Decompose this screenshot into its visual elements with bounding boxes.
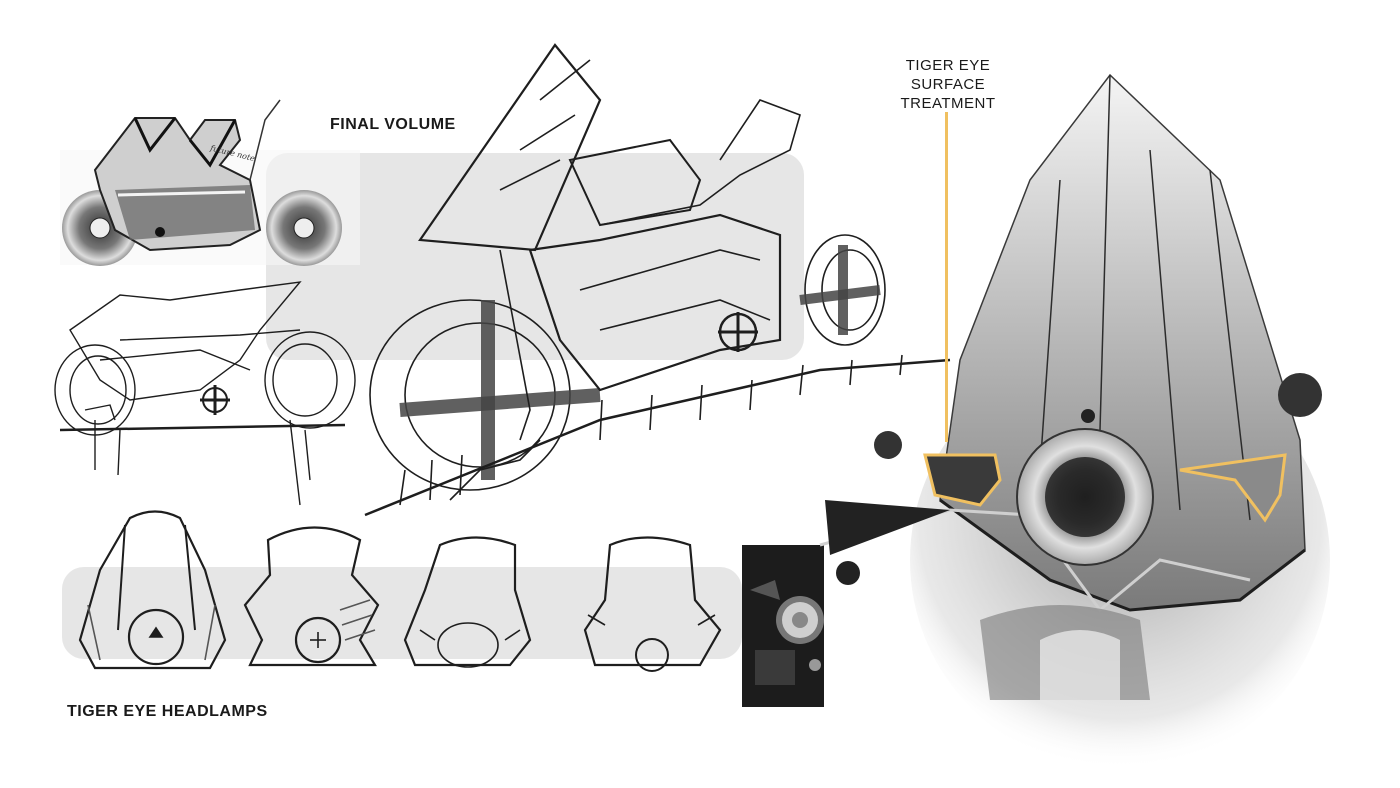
headlamp-sketch-2 — [243, 526, 380, 667]
panel-headlamps — [62, 567, 742, 659]
headlamp-sketch-1 — [78, 510, 227, 670]
headlamp-sketch-3 — [403, 536, 532, 668]
wireframe-sketch-main — [364, 43, 951, 517]
panel-final-volume — [266, 153, 804, 360]
side-view-render — [60, 99, 360, 266]
callout-line-1: TIGER EYE SURFACE — [905, 57, 991, 93]
final-volume-title: FINAL VOLUME — [330, 116, 456, 133]
wireframe-sketch-left — [54, 281, 356, 506]
headlamp-sketch-4 — [583, 536, 722, 672]
fairing-render — [819, 73, 1330, 770]
tiger-eye-headlamps-title: TIGER EYE HEADLAMPS — [67, 703, 268, 720]
reference-photo — [742, 545, 824, 707]
callout-line — [945, 112, 948, 442]
tiger-eye-surface-callout: TIGER EYE SURFACE TREATMENT — [868, 56, 1028, 113]
callout-line-2: TREATMENT — [900, 95, 996, 112]
